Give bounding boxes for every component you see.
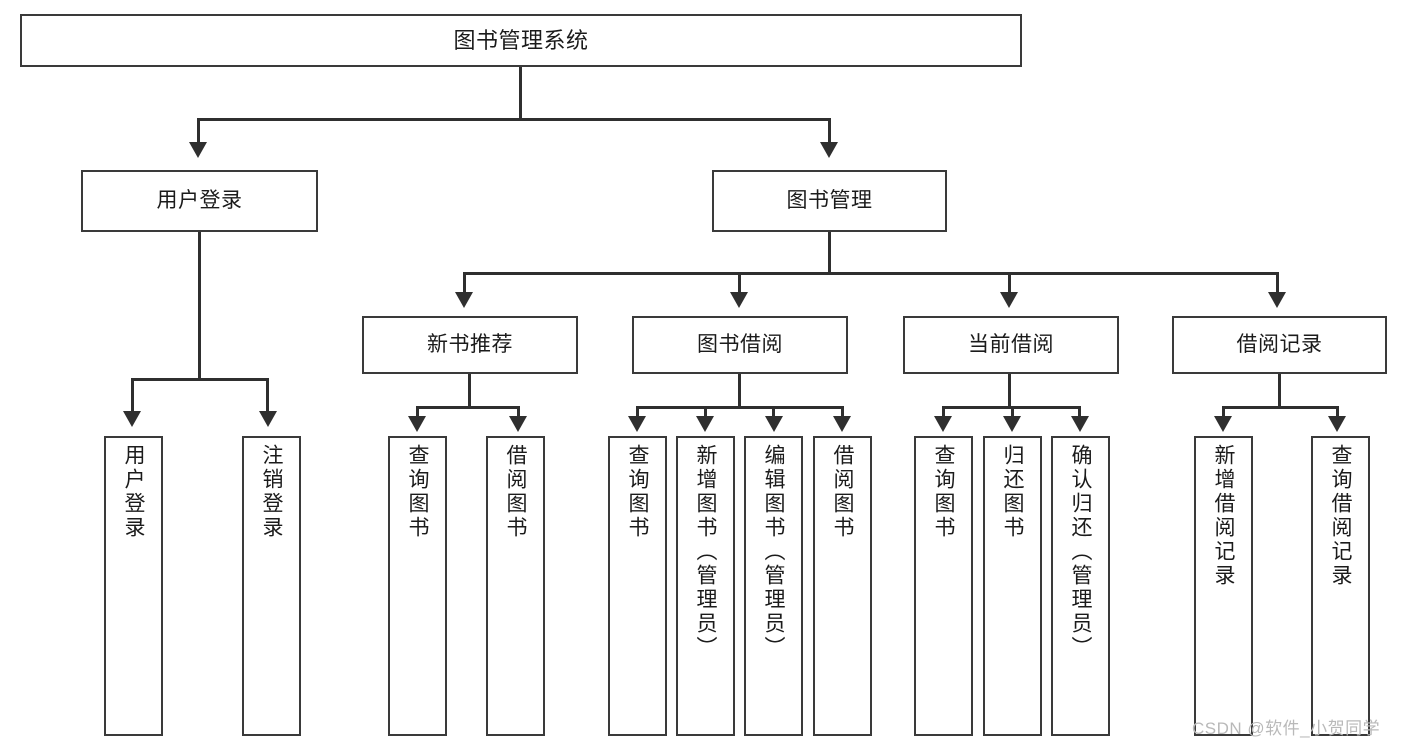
node-label: 新增图书（管理员） [694, 444, 717, 660]
node-label: 用户登录 [122, 444, 145, 540]
arrow-user-login-leaf-2 [259, 411, 277, 427]
node-label: 当前借阅 [968, 332, 1054, 356]
edge-book-borrow-leg-1 [636, 406, 639, 418]
edge-root-to-book-manage [828, 118, 831, 144]
edge-book-borrow-leg-4 [841, 406, 844, 418]
node-label: 图书管理 [786, 188, 873, 212]
node-label: 注销登录 [260, 444, 283, 540]
edge-book-borrow-leg-3 [772, 406, 775, 418]
edge-user-login-leg-1 [131, 378, 134, 414]
node-leaf-borrow-book[interactable]: 借阅图书 [813, 436, 872, 736]
arrow-current-borrow-leaf-1 [934, 416, 952, 432]
node-label: 新增借阅记录 [1212, 444, 1235, 588]
edge-new-book-stem [468, 374, 471, 408]
arrow-new-book-leaf-1 [408, 416, 426, 432]
arrow-new-book-leaf-2 [509, 416, 527, 432]
edge-book-borrow-stem [738, 374, 741, 408]
arrow-book-borrow-leaf-3 [765, 416, 783, 432]
node-leaf-add-book-admin[interactable]: 新增图书（管理员） [676, 436, 735, 736]
arrow-current-borrow-leaf-3 [1071, 416, 1089, 432]
node-label: 查询图书 [626, 444, 649, 540]
node-label: 借阅图书 [831, 444, 854, 540]
edge-book-manage-leg-1 [463, 272, 466, 294]
node-label: 用户登录 [156, 188, 243, 212]
edge-book-manage-leg-3 [1008, 272, 1011, 294]
node-leaf-borrow-query[interactable]: 查询图书 [608, 436, 667, 736]
edge-borrow-record-leg-2 [1336, 406, 1339, 418]
node-book-manage[interactable]: 图书管理 [712, 170, 947, 232]
node-label: 确认归还（管理员） [1069, 444, 1092, 660]
edge-book-borrow-bus [636, 406, 844, 409]
edge-book-manage-leg-2 [738, 272, 741, 294]
edge-borrow-record-bus [1222, 406, 1339, 409]
node-leaf-confirm-return-admin[interactable]: 确认归还（管理员） [1051, 436, 1110, 736]
edge-root-to-user-login [197, 118, 200, 144]
node-leaf-new-book-query[interactable]: 查询图书 [388, 436, 447, 736]
arrow-borrow-record-leaf-2 [1328, 416, 1346, 432]
edge-current-borrow-leg-3 [1078, 406, 1081, 418]
node-leaf-new-book-borrow[interactable]: 借阅图书 [486, 436, 545, 736]
arrow-to-borrow-record [1268, 292, 1286, 308]
node-leaf-add-record[interactable]: 新增借阅记录 [1194, 436, 1253, 736]
node-root-system[interactable]: 图书管理系统 [20, 14, 1022, 67]
node-current-borrow[interactable]: 当前借阅 [903, 316, 1119, 374]
node-label: 借阅记录 [1236, 332, 1323, 356]
edge-borrow-record-stem [1278, 374, 1281, 408]
node-leaf-user-login[interactable]: 用户登录 [104, 436, 163, 736]
edge-book-borrow-leg-2 [704, 406, 707, 418]
node-leaf-query-record[interactable]: 查询借阅记录 [1311, 436, 1370, 736]
edge-user-login-stem [198, 232, 201, 380]
edge-root-bus [197, 118, 831, 121]
node-label: 图书管理系统 [453, 27, 589, 53]
edge-book-manage-stem [828, 232, 831, 274]
edge-new-book-bus [416, 406, 520, 409]
node-borrow-record[interactable]: 借阅记录 [1172, 316, 1387, 374]
node-label: 借阅图书 [504, 444, 527, 540]
edge-new-book-leg-1 [416, 406, 419, 418]
arrow-book-borrow-leaf-1 [628, 416, 646, 432]
arrow-to-book-borrow [730, 292, 748, 308]
node-book-borrow[interactable]: 图书借阅 [632, 316, 848, 374]
node-label: 图书借阅 [697, 332, 783, 356]
edge-current-borrow-leg-2 [1011, 406, 1014, 418]
node-leaf-edit-book-admin[interactable]: 编辑图书（管理员） [744, 436, 803, 736]
arrow-current-borrow-leaf-2 [1003, 416, 1021, 432]
node-new-book[interactable]: 新书推荐 [362, 316, 578, 374]
node-user-login[interactable]: 用户登录 [81, 170, 318, 232]
node-label: 查询借阅记录 [1329, 444, 1352, 588]
node-leaf-current-query[interactable]: 查询图书 [914, 436, 973, 736]
edge-book-manage-leg-4 [1276, 272, 1279, 294]
arrow-borrow-record-leaf-1 [1214, 416, 1232, 432]
node-leaf-return-book[interactable]: 归还图书 [983, 436, 1042, 736]
arrow-to-user-login [189, 142, 207, 158]
edge-new-book-leg-2 [517, 406, 520, 418]
arrow-book-borrow-leaf-2 [696, 416, 714, 432]
edge-user-login-leg-2 [266, 378, 269, 414]
edge-current-borrow-stem [1008, 374, 1011, 408]
arrow-to-book-manage [820, 142, 838, 158]
arrow-to-current-borrow [1000, 292, 1018, 308]
edge-book-manage-bus [463, 272, 1279, 275]
edge-borrow-record-leg-1 [1222, 406, 1225, 418]
node-label: 归还图书 [1001, 444, 1024, 540]
edge-user-login-bus [131, 378, 269, 381]
node-leaf-logout[interactable]: 注销登录 [242, 436, 301, 736]
node-label: 新书推荐 [427, 332, 513, 356]
edge-current-borrow-leg-1 [942, 406, 945, 418]
node-label: 查询图书 [406, 444, 429, 540]
arrow-book-borrow-leaf-4 [833, 416, 851, 432]
arrow-to-new-book [455, 292, 473, 308]
edge-root-stem [519, 67, 522, 120]
node-label: 编辑图书（管理员） [762, 444, 785, 660]
node-label: 查询图书 [932, 444, 955, 540]
arrow-user-login-leaf-1 [123, 411, 141, 427]
